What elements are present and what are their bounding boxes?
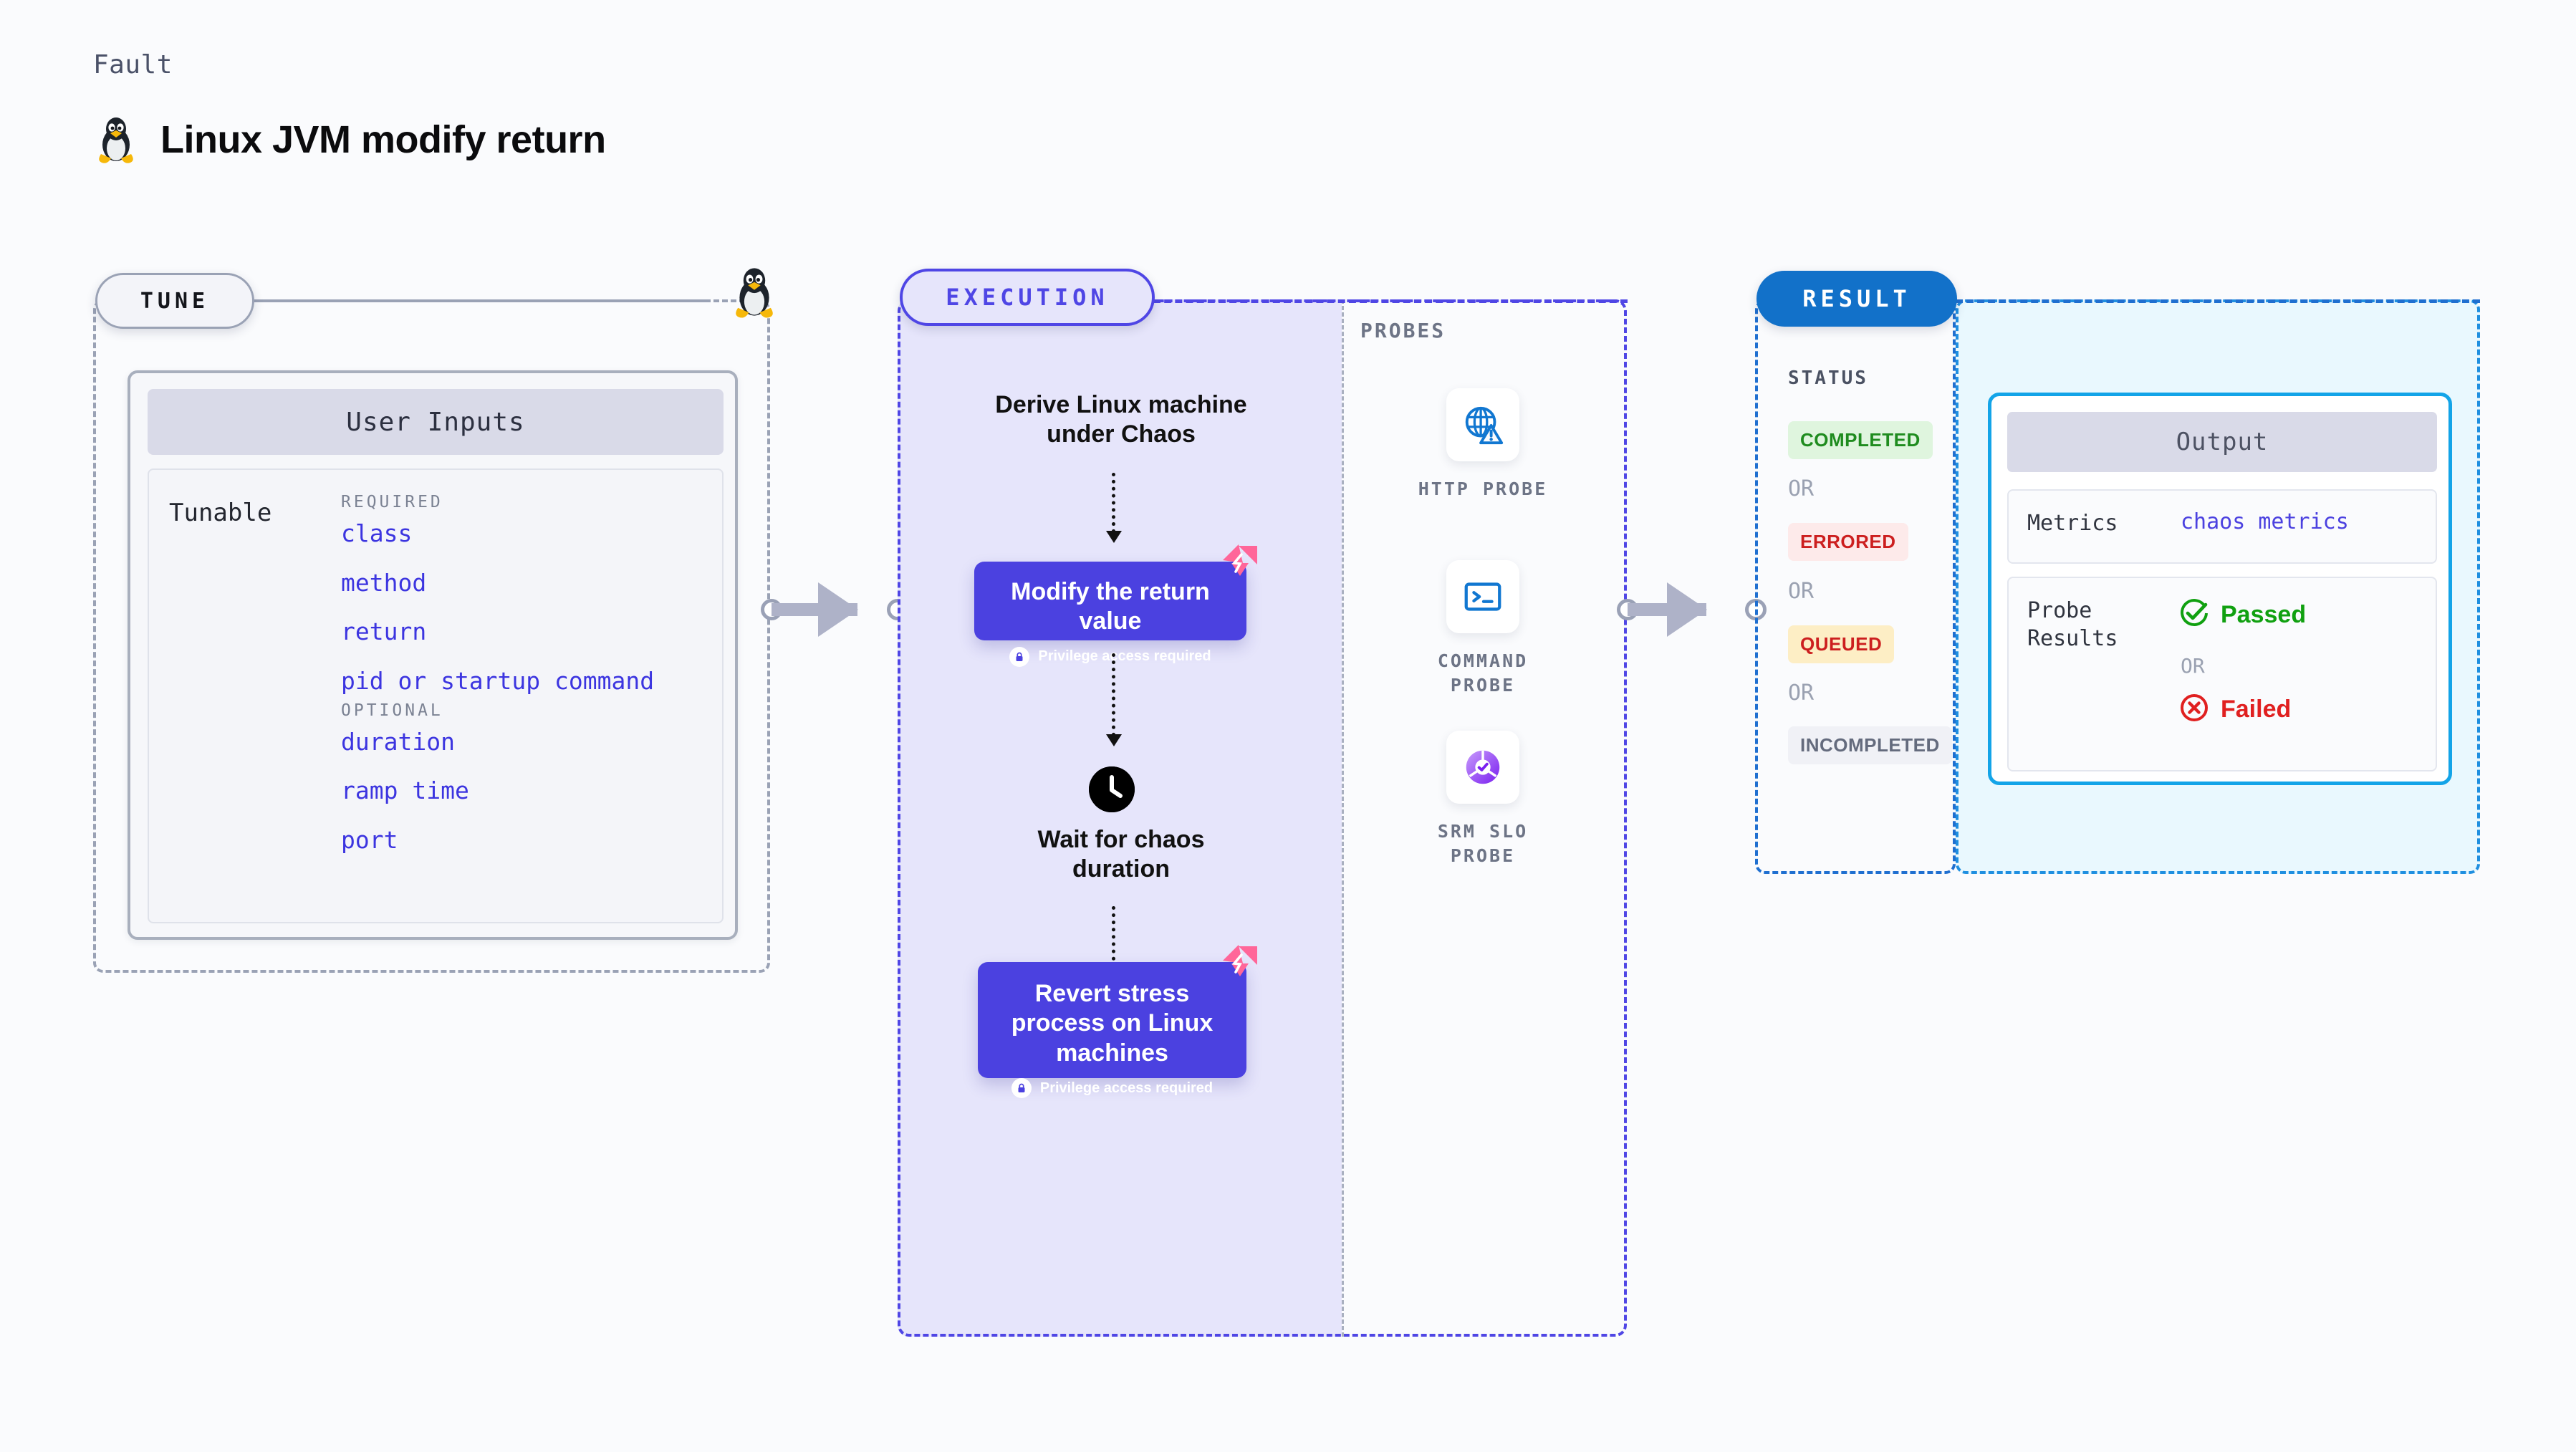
user-inputs-card: User Inputs Tunable REQUIRED class metho… <box>128 370 738 940</box>
terminal-icon <box>1446 560 1519 633</box>
execution-step-derive-label: Derive Linux machine under Chaos <box>995 391 1247 448</box>
execution-node-title: Modify the return value <box>1011 578 1210 635</box>
result-stage-pill[interactable]: RESULT <box>1756 271 1957 327</box>
output-row-metrics: Metrics chaos metrics <box>2007 489 2437 564</box>
flow-arrow-2 <box>1106 653 1122 746</box>
privilege-note-text: Privilege access required <box>1039 1080 1213 1096</box>
flow-arrow-1 <box>1106 473 1122 543</box>
status-badge-incompleted: INCOMPLETED <box>1788 726 1952 764</box>
tunable-field[interactable]: pid or startup command <box>341 666 655 695</box>
slo-check-icon <box>1446 731 1519 804</box>
tunable-field[interactable]: class <box>341 519 413 547</box>
probe-label: SRM SLO PROBE <box>1437 821 1529 866</box>
probe-label: HTTP PROBE <box>1418 479 1548 499</box>
tune-stage-pill[interactable]: TUNE <box>95 273 254 329</box>
execution-wait-label: Wait for chaos duration <box>1037 826 1205 883</box>
status-badge-completed: COMPLETED <box>1788 421 1933 459</box>
status-or-1: OR <box>1788 476 1815 501</box>
tunable-field[interactable]: ramp time <box>341 777 469 805</box>
tunable-field-list: REQUIRED class method return pid or star… <box>341 486 713 860</box>
tune-pill-connector <box>254 299 706 302</box>
probe-label: COMMAND PROBE <box>1437 650 1529 696</box>
tunable-field[interactable]: method <box>341 568 427 597</box>
probe-item-srm-slo[interactable]: SRM SLO PROBE <box>1400 731 1565 868</box>
connector-tune-to-execution <box>772 582 858 637</box>
status-badge-errored: ERRORED <box>1788 523 1908 561</box>
probes-section-title: PROBES <box>1360 319 1446 342</box>
group-heading-optional: OPTIONAL <box>341 701 443 720</box>
probe-result-failed: Failed <box>2179 693 2291 726</box>
clock-icon <box>1089 766 1135 812</box>
page-title-row: Linux JVM modify return <box>93 115 606 165</box>
execution-node-revert-stress[interactable]: Revert stress process on Linux machines … <box>978 962 1246 1099</box>
output-row-probe-results: Probe Results Passed OR <box>2007 577 2437 771</box>
page-title: Linux JVM modify return <box>160 118 606 161</box>
probe-result-failed-label: Failed <box>2221 696 2292 723</box>
probes-divider <box>1342 299 1344 1337</box>
lock-icon <box>1009 646 1030 667</box>
privilege-note-text: Privilege access required <box>1038 648 1211 665</box>
page-kicker: Fault <box>93 50 173 80</box>
privilege-note: Privilege access required <box>978 1078 1246 1099</box>
result-pill-connector <box>1956 299 2480 303</box>
group-heading-required: REQUIRED <box>341 493 443 511</box>
probe-item-http[interactable]: HTTP PROBE <box>1400 388 1565 501</box>
execution-stage-pill[interactable]: EXECUTION <box>900 269 1155 326</box>
probe-item-command[interactable]: COMMAND PROBE <box>1400 560 1565 698</box>
linux-penguin-icon <box>93 115 139 165</box>
status-section-title: STATUS <box>1788 367 1868 389</box>
x-circle-icon <box>2179 693 2209 726</box>
tunable-label: Tunable <box>169 499 272 527</box>
harness-logo-icon <box>1217 942 1261 986</box>
probe-result-passed: Passed <box>2179 598 2306 632</box>
lock-icon <box>1011 1078 1032 1099</box>
tunable-field[interactable]: return <box>341 617 427 646</box>
privilege-note: Privilege access required <box>974 646 1246 667</box>
probe-result-passed-label: Passed <box>2221 601 2307 628</box>
check-circle-icon <box>2179 598 2209 632</box>
globe-warning-icon <box>1446 388 1519 461</box>
connector-execution-to-result <box>1628 582 1707 637</box>
tunable-field[interactable]: duration <box>341 727 455 756</box>
execution-pill-connector <box>1153 299 1628 303</box>
output-card-title: Output <box>2007 412 2437 472</box>
tunable-body: Tunable REQUIRED class method return pid… <box>148 468 724 923</box>
output-probe-results-key: Probe Results <box>2027 598 2118 651</box>
execution-node-title: Revert stress process on Linux machines <box>1011 980 1213 1067</box>
status-or-3: OR <box>1788 681 1815 706</box>
execution-panel-fill <box>898 299 1342 1337</box>
linux-penguin-badge-icon <box>729 265 779 323</box>
output-metrics-value[interactable]: chaos metrics <box>2181 509 2349 534</box>
tunable-field[interactable]: port <box>341 825 398 854</box>
harness-logo-icon <box>1217 542 1261 586</box>
status-or-2: OR <box>1788 579 1815 604</box>
execution-node-modify-return[interactable]: Modify the return value Privilege access… <box>974 562 1246 667</box>
output-card: Output Metrics chaos metrics Probe Resul… <box>1988 393 2452 785</box>
output-metrics-key: Metrics <box>2027 511 2118 536</box>
status-badge-queued: QUEUED <box>1788 625 1895 663</box>
probe-result-or: OR <box>2181 654 2205 678</box>
user-inputs-title: User Inputs <box>148 389 724 455</box>
